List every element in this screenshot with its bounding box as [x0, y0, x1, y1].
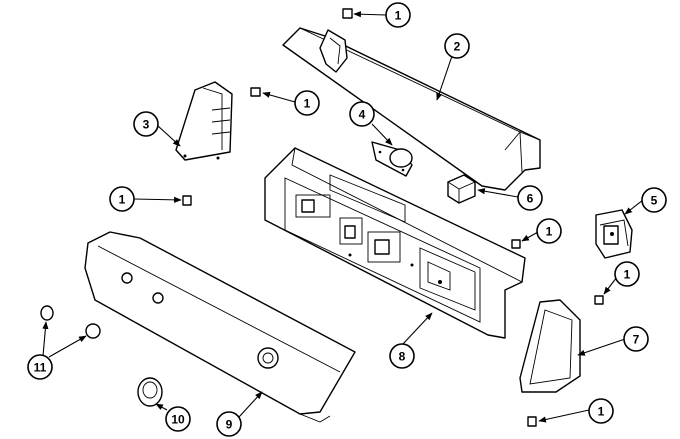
callout-label: 8: [399, 350, 406, 364]
callout-label: 1: [624, 268, 631, 282]
left-end-cap: [175, 81, 233, 161]
callout-label: 9: [226, 418, 233, 432]
callout-8: 8: [389, 343, 415, 369]
callout-7: 7: [623, 326, 649, 352]
callout-label: 1: [119, 193, 126, 207]
small-knobs: [40, 305, 101, 339]
callout-label: 1: [304, 97, 311, 111]
callout-label: 1: [395, 9, 402, 23]
callout-label: 2: [454, 40, 461, 54]
callout-1-left: 1: [109, 186, 135, 212]
screws: [182, 8, 604, 427]
control-panel-top-cover: [282, 27, 541, 191]
callout-label: 4: [359, 108, 366, 122]
timer-assembly: [595, 209, 633, 259]
callout-11: 11: [27, 354, 53, 380]
callout-9: 9: [216, 411, 242, 437]
switch-bracket: [371, 141, 413, 177]
callout-label: 5: [651, 194, 658, 208]
knob: [137, 377, 163, 407]
callout-4: 4: [349, 101, 375, 127]
callout-label: 11: [34, 361, 47, 375]
callout-label: 6: [527, 192, 534, 206]
leader-lines: [42, 11, 644, 423]
callout-1-right: 1: [614, 261, 640, 287]
callout-label: 10: [171, 413, 185, 427]
callout-1-bottom: 1: [588, 398, 614, 424]
callout-5: 5: [641, 187, 667, 213]
front-control-panel: [84, 231, 356, 423]
callout-1-top: 1: [385, 2, 411, 28]
callout-6: 6: [517, 185, 543, 211]
control-panel-back-plate: [264, 147, 526, 339]
callout-3: 3: [133, 111, 159, 137]
callout-1-upper-left: 1: [294, 90, 320, 116]
small-switch-block: [447, 174, 476, 204]
callout-label: 1: [546, 225, 553, 239]
right-end-cap: [519, 299, 581, 393]
callout-2: 2: [444, 33, 470, 59]
callout-label: 1: [598, 405, 605, 419]
callout-label: 3: [143, 118, 150, 132]
callout-10: 10: [165, 406, 191, 432]
callout-1-center-right: 1: [536, 218, 562, 244]
callout-label: 7: [633, 333, 640, 347]
